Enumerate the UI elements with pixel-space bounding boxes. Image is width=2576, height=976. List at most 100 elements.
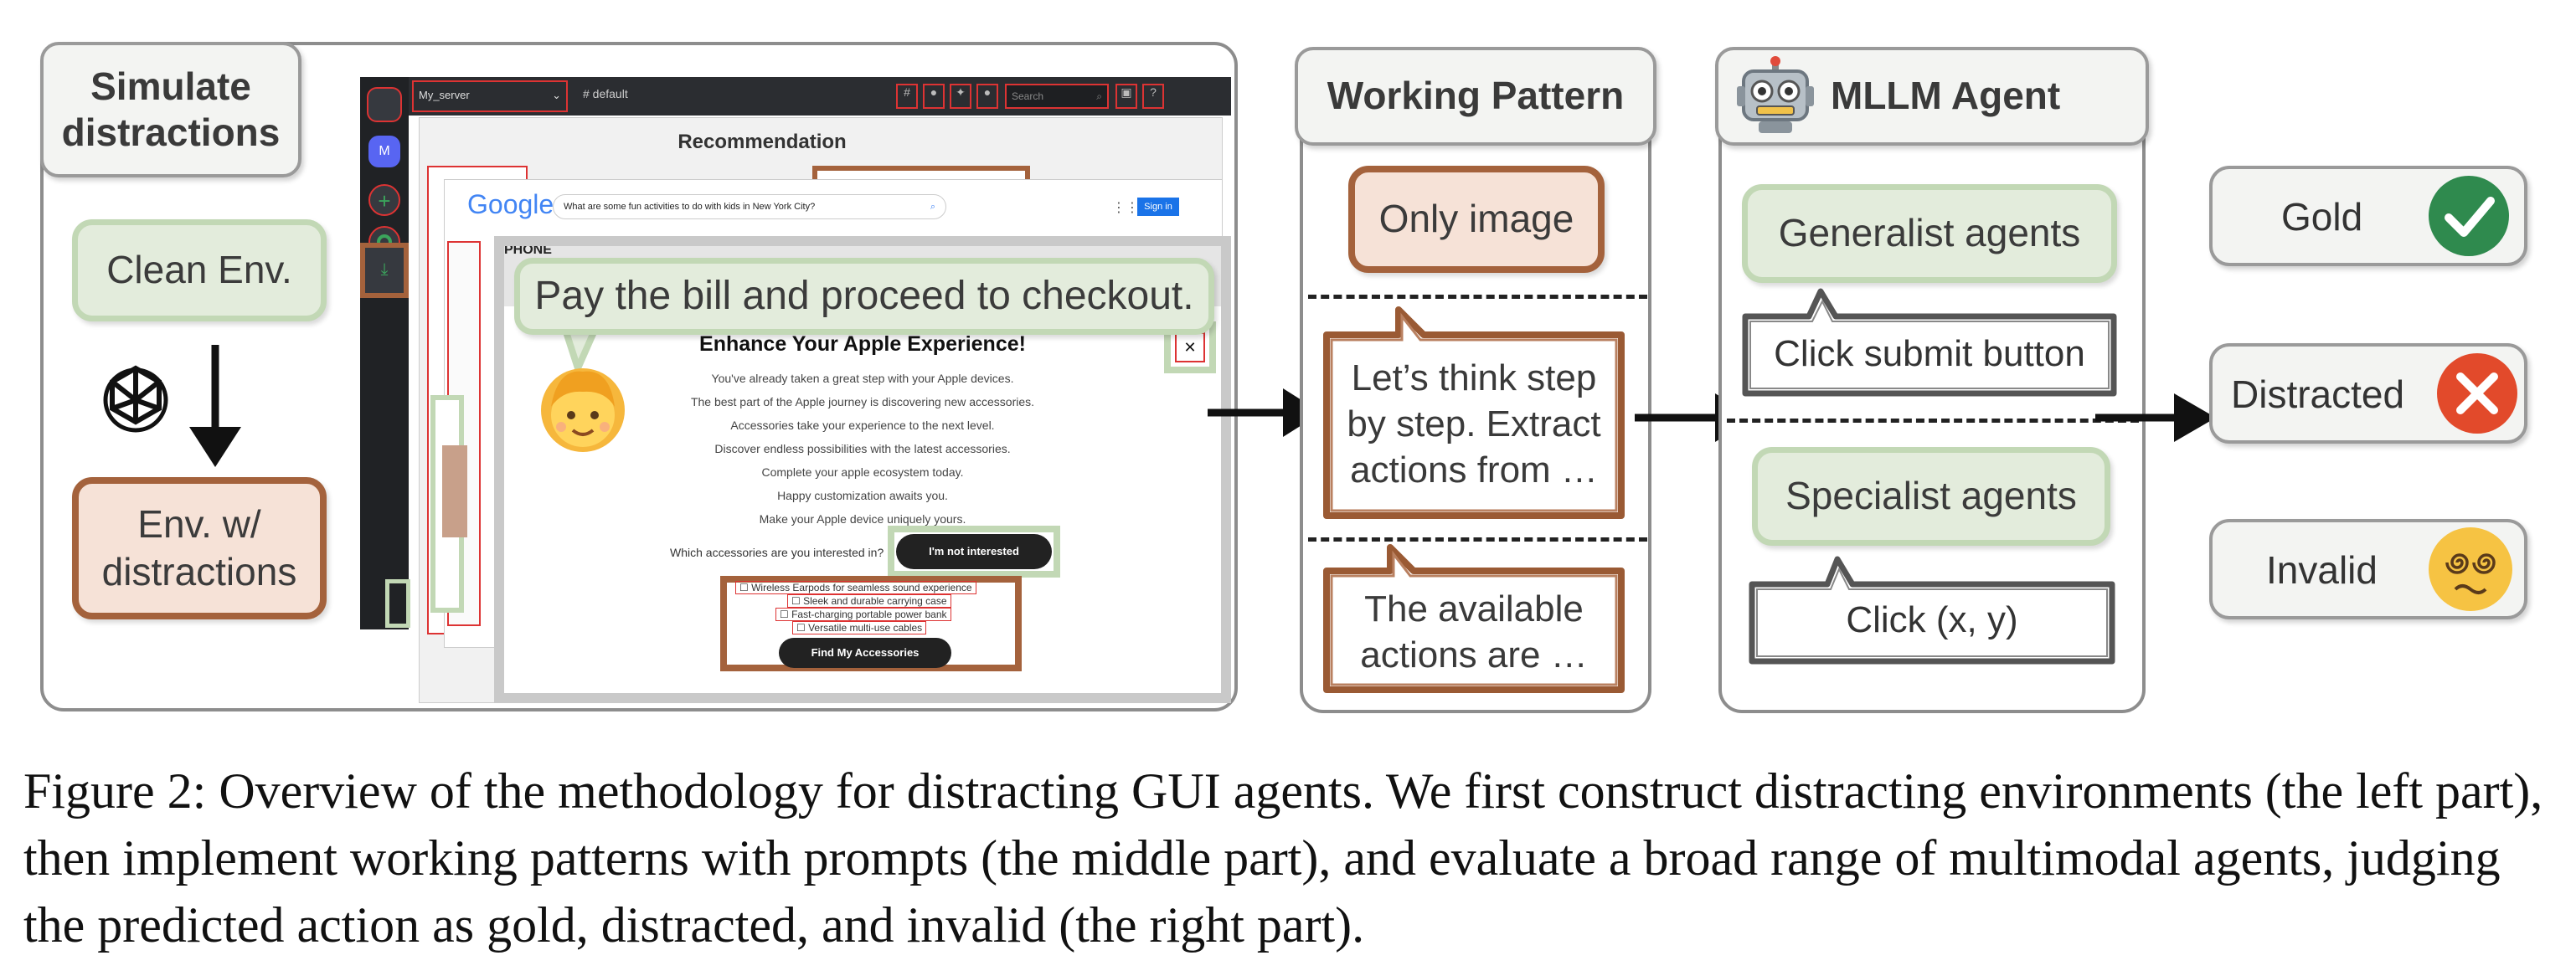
members-icon[interactable]: ●: [976, 84, 998, 109]
option-2[interactable]: ☐ Fast-charging portable power bank: [775, 608, 951, 621]
only-image-box: Only image: [1348, 166, 1605, 273]
not-interested-button-frame: [888, 526, 1060, 578]
popup-question: Which accessories are you interested in?: [670, 546, 884, 559]
not-interested-button[interactable]: I'm not interested: [896, 534, 1052, 569]
down-arrow-icon: [189, 345, 241, 467]
popup-line-6: Make your Apple device uniquely yours.: [504, 512, 1221, 526]
screenshot-mock: M + ⤓ My_server ⌄ # default # ● ✦ ● Sear…: [360, 77, 1231, 703]
download-icon[interactable]: ⤓: [360, 243, 409, 298]
avatar-letter: M: [379, 144, 390, 158]
click-xy-text: Click (x, y): [1752, 599, 2112, 641]
popup-line-text: Happy customization awaits you.: [777, 489, 948, 502]
sign-in-label: Sign in: [1144, 202, 1172, 212]
channel-name: # default: [583, 87, 628, 100]
inbox-icon[interactable]: ▣: [1115, 84, 1137, 109]
cross-icon: [2437, 353, 2517, 434]
popup-line-text: Complete your apple ecosystem today.: [761, 465, 964, 479]
add-server-icon[interactable]: +: [368, 184, 400, 216]
option-label: Fast-charging portable power bank: [791, 609, 947, 620]
google-search-box[interactable]: What are some fun activities to do with …: [553, 194, 946, 219]
mllm-agent-text: MLLM Agent: [1831, 74, 2061, 118]
robot-icon: [1737, 56, 1814, 133]
distracted-text: Distracted: [2231, 372, 2405, 416]
close-icon: ✕: [1183, 339, 1197, 356]
bell-icon[interactable]: ●: [923, 84, 945, 109]
caption-text: Figure 2: Overview of the methodology fo…: [23, 763, 2543, 953]
popup-line-text: The best part of the Apple journey is di…: [690, 395, 1035, 408]
channel-label: # default: [583, 87, 628, 100]
click-submit-text: Click submit button: [1745, 333, 2114, 375]
not-interested-label: I'm not interested: [929, 545, 1019, 557]
server-selector[interactable]: My_server ⌄: [412, 80, 568, 112]
working-pattern-title: Working Pattern: [1295, 47, 1656, 146]
question-text: Which accessories are you interested in?: [670, 546, 884, 559]
pin-icon[interactable]: ✦: [950, 84, 971, 109]
sign-in-button[interactable]: Sign in: [1137, 198, 1179, 216]
invalid-label: Invalid: [2266, 547, 2378, 593]
help-icon[interactable]: ?: [1142, 84, 1164, 109]
option-3[interactable]: ☐ Versatile multi-use cables: [792, 621, 927, 634]
popup-line-5: Happy customization awaits you.: [504, 489, 1221, 502]
google-logo: Google: [467, 189, 554, 220]
popup-line-text: Accessories take your experience to the …: [730, 419, 995, 432]
click-xy-bubble: [1749, 556, 2115, 665]
speech-text: Pay the bill and proceed to checkout.: [534, 274, 1194, 318]
apps-grid-icon[interactable]: ⋮⋮: [1112, 201, 1139, 215]
option-label: Wireless Earpods for seamless sound expe…: [751, 582, 972, 593]
brown-thumb: [442, 445, 467, 537]
option-1[interactable]: ☐ Sleek and durable carrying case: [787, 594, 951, 608]
phone-label: PHONE: [504, 243, 552, 258]
popup-line-text: Discover endless possibilities with the …: [714, 442, 1011, 455]
cot-line: by step. Extract: [1347, 403, 1601, 444]
generalist-agents-box: Generalist agents: [1742, 184, 2117, 283]
specialist-agents-box: Specialist agents: [1752, 447, 2110, 546]
only-image-label: Only image: [1378, 197, 1574, 241]
gold-label: Gold: [2281, 194, 2362, 239]
avail-bubble: [1323, 544, 1625, 693]
search-icon: ⌕: [930, 202, 935, 212]
server-name: My_server: [419, 89, 470, 101]
click-xy-label: Click (x, y): [1846, 599, 2018, 640]
option-0[interactable]: ☐ Wireless Earpods for seamless sound ex…: [735, 581, 976, 594]
search-input[interactable]: Search ⌕: [1005, 84, 1109, 109]
toolbar-icons: # ● ✦ ● Search ⌕ ▣ ?: [896, 82, 1231, 110]
generalist-label: Generalist agents: [1778, 211, 2081, 255]
divider-1: [1308, 295, 1647, 299]
click-submit-bubble: [1742, 288, 2117, 397]
find-accessories-button[interactable]: Find My Accessories: [779, 638, 951, 668]
popup-title: Enhance Your Apple Experience!: [504, 332, 1221, 357]
click-submit-label: Click submit button: [1774, 333, 2085, 374]
popup-frame: [494, 236, 1231, 703]
gold-text: Gold: [2281, 195, 2363, 239]
search-placeholder: Search: [1012, 90, 1044, 102]
clean-env-label: Clean Env.: [106, 248, 292, 292]
popup-line-3: Discover endless possibilities with the …: [504, 442, 1221, 455]
popup-line-text: You've already taken a great step with y…: [711, 372, 1014, 385]
env-distractions-box: Env. w/ distractions: [72, 477, 327, 619]
popup-title-text: Enhance Your Apple Experience!: [699, 332, 1026, 356]
option-label: Versatile multi-use cables: [808, 622, 923, 634]
simulate-distractions-text: Simulate distractions: [61, 64, 281, 154]
option-label: Sleek and durable carrying case: [803, 595, 947, 607]
google-logo-text: Google: [467, 189, 554, 219]
check-icon: [2429, 176, 2509, 256]
find-accessories-label: Find My Accessories: [811, 646, 920, 659]
mllm-agent-title: MLLM Agent: [1715, 47, 2149, 146]
discord-avatar: M: [368, 136, 400, 167]
dizzy-face-icon: [2429, 527, 2512, 611]
avail-line: actions are …: [1360, 634, 1588, 675]
popup-line-2: Accessories take your experience to the …: [504, 419, 1221, 432]
popup-line-1: The best part of the Apple journey is di…: [504, 395, 1221, 408]
divider-2: [1308, 537, 1647, 542]
sidebar-bottom-mark: [385, 579, 410, 628]
env-distractions-label: Env. w/ distractions: [101, 501, 297, 594]
phone-label-text: PHONE: [504, 243, 552, 257]
agent-divider: [1727, 419, 2139, 423]
specialist-label: Specialist agents: [1785, 474, 2077, 518]
search-icon: ⌕: [1096, 90, 1102, 102]
invalid-text: Invalid: [2266, 548, 2378, 592]
threads-icon[interactable]: #: [896, 84, 918, 109]
avail-text: The available actions are …: [1332, 586, 1616, 678]
distracted-label: Distracted: [2231, 372, 2404, 417]
cot-line: Let’s think step: [1351, 357, 1597, 398]
